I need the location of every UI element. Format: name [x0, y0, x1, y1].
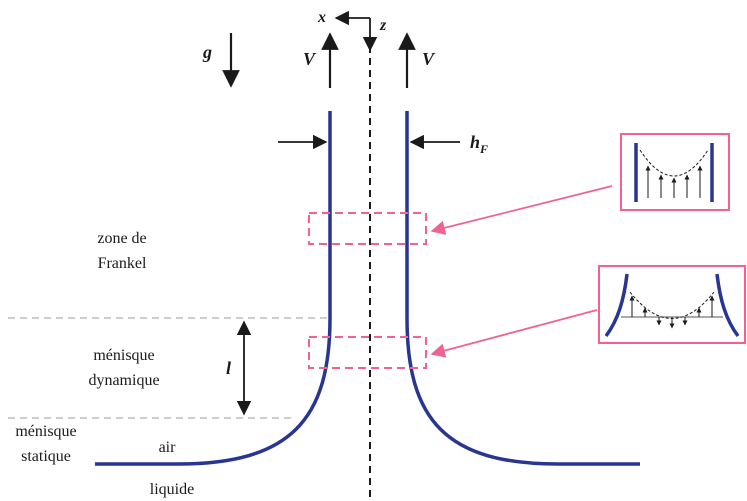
velocity-label-left: V [303, 49, 317, 69]
dynamic-highlight-box[interactable] [308, 336, 427, 369]
frankel-callout-arrow [430, 185, 613, 235]
frankel-inset[interactable] [620, 133, 730, 211]
air-label: air [159, 439, 177, 456]
frankel-zone-label-1: zone de [97, 230, 146, 247]
inset2-wall-right [715, 273, 740, 338]
film-right [405, 111, 640, 466]
dynamic-inset-frame [598, 265, 746, 344]
dynamic-meniscus-label-1: ménisque [93, 347, 154, 364]
frankel-zone-label-2: Frankel [98, 255, 147, 272]
dynamic-inset[interactable] [598, 265, 746, 344]
liquid-label: liquide [150, 481, 194, 498]
dynamic-meniscus-label-2: dynamique [88, 372, 159, 389]
film-left [95, 111, 332, 466]
inset1-velocity-profile [639, 149, 709, 177]
z-axis-label: z [379, 17, 387, 34]
frankel-highlight-box[interactable] [308, 212, 427, 245]
static-meniscus-label-1: ménisque [15, 423, 76, 440]
inset2-wall-left [604, 273, 629, 338]
dynamic-callout-arrow [430, 309, 598, 358]
thickness-label: hF [470, 132, 488, 156]
velocity-label-right: V [422, 49, 436, 69]
static-meniscus-label-2: statique [21, 448, 71, 465]
x-axis-label: x [317, 9, 326, 26]
gravity-label: g [202, 42, 212, 62]
length-label: l [226, 358, 231, 378]
